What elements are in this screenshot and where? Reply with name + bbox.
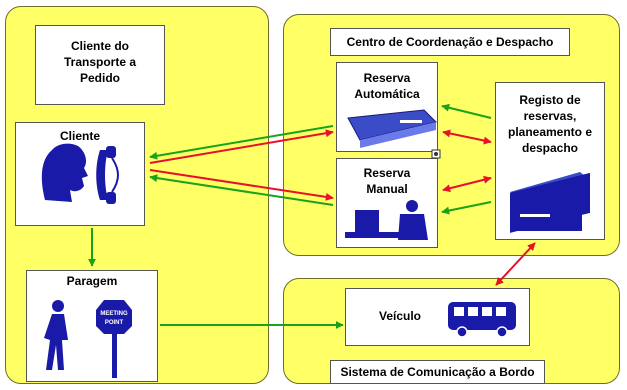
veiculo-label: Veículo	[378, 309, 422, 323]
connector-icon	[431, 149, 441, 159]
walking-person-icon	[44, 300, 68, 370]
bus-icon	[448, 302, 516, 338]
onboard-system-title-box	[330, 360, 545, 384]
operator-computer-icon	[345, 200, 428, 240]
arrow-registo-vehicle	[495, 242, 536, 286]
client-panel-title: Cliente do Transporte a Pedido	[63, 39, 137, 85]
person-telephone-icon	[41, 143, 119, 204]
onboard-system-title: Sistema de Comunicação a Bordo	[340, 365, 535, 379]
registo-label: Registo de reservas, planeamento e despa…	[507, 93, 593, 155]
dispatch-center-title: Centro de Coordenação e Despacho	[346, 35, 554, 49]
meeting-point-sign-icon: MEETING POINT	[96, 300, 132, 378]
svg-text:POINT: POINT	[105, 320, 124, 326]
cliente-label: Cliente	[59, 129, 100, 143]
database-server-icon	[510, 172, 590, 233]
arrow-registo-to-auto	[441, 103, 492, 119]
arrow-manual-registo-red	[442, 175, 492, 193]
flow-arrows	[88, 103, 536, 329]
svg-text:MEETING: MEETING	[100, 311, 128, 317]
arrow-manual-to-client	[149, 174, 334, 206]
arrow-auto-registo-red	[442, 129, 492, 145]
paragem-label: Paragem	[66, 274, 118, 288]
computer-server-icon	[347, 109, 437, 148]
client-panel-title-box	[35, 25, 165, 105]
dispatch-center-title-box	[330, 28, 570, 56]
reserva-manual-label: Reserva Manual	[363, 166, 411, 196]
arrow-client-to-auto	[149, 129, 334, 164]
arrow-auto-to-client	[149, 125, 334, 160]
arrow-client-to-manual	[149, 169, 334, 201]
arrow-registo-to-manual	[441, 201, 492, 215]
reserva-automatica-label: Reserva Automática	[354, 71, 420, 101]
